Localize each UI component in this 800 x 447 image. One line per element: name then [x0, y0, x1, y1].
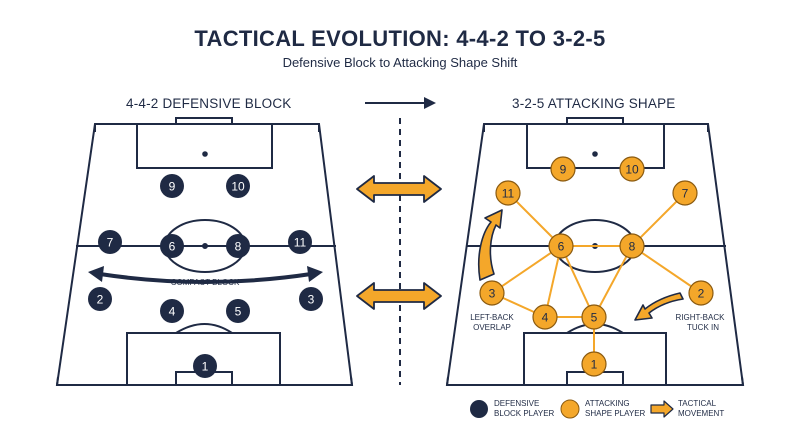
svg-text:7: 7	[682, 187, 689, 201]
player-marker: 3	[479, 280, 505, 306]
legend-defensive-label-2: BLOCK PLAYER	[494, 409, 555, 418]
svg-text:5: 5	[235, 305, 242, 319]
legend-defensive-swatch	[470, 400, 488, 418]
player-marker: 7	[98, 230, 122, 254]
svg-text:3: 3	[308, 293, 315, 307]
player-marker: 11	[288, 230, 312, 254]
svg-text:10: 10	[231, 180, 245, 194]
left-players: 9 10 7 6 8 11 2 3 4 5 1	[88, 174, 323, 378]
player-marker: 10	[226, 174, 250, 198]
diagram-subtitle: Defensive Block to Attacking Shape Shift	[282, 55, 518, 70]
legend-movement-arrow-icon	[650, 400, 674, 418]
svg-text:3: 3	[489, 287, 496, 301]
player-marker: 5	[226, 299, 250, 323]
player-marker: 6	[160, 234, 184, 258]
player-marker: 4	[160, 299, 184, 323]
svg-text:6: 6	[558, 240, 565, 254]
tuck-in-arrow	[634, 292, 684, 321]
player-marker: 5	[581, 304, 607, 330]
svg-text:7: 7	[107, 236, 114, 250]
svg-text:1: 1	[591, 358, 598, 372]
svg-text:5: 5	[591, 311, 598, 325]
diagram-title: TACTICAL EVOLUTION: 4-4-2 TO 3-2-5	[194, 26, 606, 51]
svg-text:8: 8	[235, 240, 242, 254]
left-pitch	[55, 117, 354, 386]
overlap-label-line2: OVERLAP	[473, 323, 511, 332]
player-marker: 11	[495, 180, 521, 206]
overlap-arrow	[477, 209, 503, 281]
player-marker: 7	[672, 180, 698, 206]
svg-text:1: 1	[202, 360, 209, 374]
legend-attacking-swatch	[560, 399, 580, 419]
player-marker: 1	[581, 351, 607, 377]
svg-text:2: 2	[97, 293, 104, 307]
svg-text:4: 4	[169, 305, 176, 319]
svg-text:11: 11	[294, 236, 307, 250]
legend-movement-label-2: MOVEMENT	[678, 409, 724, 418]
legend-defensive-label-1: DEFENSIVE	[494, 399, 539, 408]
svg-text:10: 10	[625, 163, 639, 177]
double-arrow-icon	[356, 175, 442, 203]
player-marker: 9	[550, 156, 576, 182]
tuck-in-label-line1: RIGHT-BACK	[676, 313, 726, 322]
player-marker: 2	[688, 280, 714, 306]
player-marker: 4	[532, 304, 558, 330]
player-marker: 9	[160, 174, 184, 198]
tuck-in-label-line2: TUCK IN	[687, 323, 719, 332]
svg-text:2: 2	[698, 287, 705, 301]
player-marker: 10	[619, 156, 645, 182]
player-marker: 6	[548, 233, 574, 259]
right-panel-title: 3-2-5 ATTACKING SHAPE	[512, 96, 676, 111]
transition-arrow	[365, 97, 436, 109]
right-players: 9 10 11 7 6 8 3 2 4 5 1	[479, 156, 714, 377]
legend-movement-label-1: TACTICAL	[678, 399, 717, 408]
svg-text:9: 9	[169, 180, 176, 194]
svg-text:4: 4	[542, 311, 549, 325]
svg-text:9: 9	[560, 163, 567, 177]
player-marker: 1	[193, 354, 217, 378]
overlap-label-line1: LEFT-BACK	[470, 313, 514, 322]
player-marker: 8	[226, 234, 250, 258]
compact-block-label: COMPACT BLOCK	[171, 278, 240, 287]
player-marker: 3	[299, 287, 323, 311]
legend-attacking-label-1: ATTACKING	[585, 399, 630, 408]
player-marker: 8	[619, 233, 645, 259]
svg-text:11: 11	[502, 187, 515, 201]
svg-text:8: 8	[629, 240, 636, 254]
svg-text:6: 6	[169, 240, 176, 254]
legend: DEFENSIVE BLOCK PLAYER ATTACKING SHAPE P…	[470, 399, 724, 419]
legend-attacking-label-2: SHAPE PLAYER	[585, 409, 646, 418]
left-panel-title: 4-4-2 DEFENSIVE BLOCK	[126, 96, 292, 111]
player-marker: 2	[88, 287, 112, 311]
compact-block-arrow	[88, 266, 323, 284]
double-arrow-icon	[356, 282, 442, 310]
